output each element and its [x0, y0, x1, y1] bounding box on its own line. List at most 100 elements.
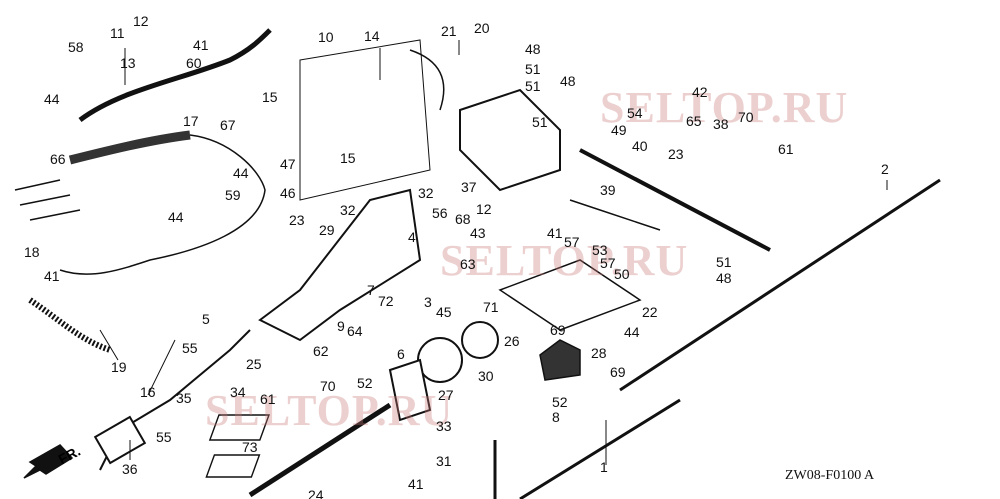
part-number-label: 68 — [455, 211, 471, 227]
part-number-label: 41 — [408, 476, 424, 492]
part-number-label: 57 — [600, 255, 616, 271]
part-number-label: 45 — [436, 304, 452, 320]
part-number-label: 26 — [504, 333, 520, 349]
part-number-label: 55 — [156, 429, 172, 445]
part-number-label: 6 — [397, 346, 405, 362]
part-number-label: 57 — [564, 234, 580, 250]
part-number-label: 38 — [713, 116, 729, 132]
part-number-label: 35 — [176, 390, 192, 406]
part-number-label: 13 — [120, 55, 136, 71]
part-number-label: 58 — [68, 39, 84, 55]
part-number-label: 41 — [193, 37, 209, 53]
part-number-label: 50 — [614, 266, 630, 282]
part-number-label: 33 — [436, 418, 452, 434]
part-number-label: 62 — [313, 343, 329, 359]
part-number-label: 36 — [122, 461, 138, 477]
plate-31 — [205, 454, 261, 478]
part-number-label: 48 — [716, 270, 732, 286]
part-number-label: 39 — [600, 182, 616, 198]
part-number-label: 64 — [347, 323, 363, 339]
part-number-label: 47 — [280, 156, 296, 172]
part-number-label: 23 — [668, 146, 684, 162]
part-number-label: 51 — [525, 78, 541, 94]
front-arrow-icon — [23, 444, 74, 479]
part-number-label: 3 — [424, 294, 432, 310]
part-number-label: 34 — [230, 384, 246, 400]
part-number-label: 70 — [738, 109, 754, 125]
part-number-label: 44 — [168, 209, 184, 225]
part-number-label: 30 — [478, 368, 494, 384]
leader-lines — [99, 40, 888, 465]
part-number-label: 31 — [436, 453, 452, 469]
part-number-label: 29 — [319, 222, 335, 238]
part-number-label: 53 — [592, 242, 608, 258]
part-number-label: 10 — [318, 29, 334, 45]
part-number-label: 44 — [44, 91, 60, 107]
part-number-label: 7 — [367, 282, 375, 298]
part-number-label: 19 — [111, 359, 127, 375]
watermark: SELTOP.RU — [440, 236, 689, 285]
part-number-label: 65 — [686, 113, 702, 129]
part-number-label: 23 — [289, 212, 305, 228]
part-number-label: 44 — [233, 165, 249, 181]
watermark: SELTOP.RU — [600, 83, 849, 132]
knob-30 — [417, 337, 463, 383]
cover-28 — [539, 339, 581, 381]
part-number-label: 20 — [474, 20, 490, 36]
connector-wires — [14, 179, 81, 221]
part-number-label: 5 — [202, 311, 210, 327]
part-number-label: 49 — [611, 122, 627, 138]
part-number-label: 60 — [186, 55, 202, 71]
part-number-label: 21 — [441, 23, 457, 39]
cover-27 — [388, 358, 432, 422]
cable-17 — [59, 134, 266, 275]
part-number-label: 18 — [24, 244, 40, 260]
diagram-code: ZW08-F0100 A — [785, 468, 875, 483]
part-number-label: 69 — [610, 364, 626, 380]
bracket-37 — [459, 88, 561, 192]
part-number-label: 72 — [378, 293, 394, 309]
tiller-housing — [258, 188, 422, 342]
part-number-label: 66 — [50, 151, 66, 167]
part-number-label: 12 — [476, 201, 492, 217]
part-number-label: 15 — [340, 150, 356, 166]
part-number-label: 9 — [337, 318, 345, 334]
part-number-label: 48 — [560, 73, 576, 89]
part-number-label: 2 — [881, 161, 889, 177]
part-number-label: 24 — [308, 487, 324, 499]
wire-harness — [78, 28, 272, 123]
part-number-label: 52 — [552, 394, 568, 410]
part-number-label: 1 — [600, 459, 608, 475]
part-number-label: 11 — [110, 25, 125, 41]
plate-22 — [498, 259, 642, 331]
part-number-label: 59 — [225, 187, 241, 203]
part-number-label: 42 — [692, 84, 708, 100]
part-number-label: 4 — [408, 229, 416, 245]
part-number-label: 40 — [632, 138, 648, 154]
part-number-label: 56 — [432, 205, 448, 221]
part-number-label: 71 — [483, 299, 499, 315]
wires-21 — [409, 49, 445, 111]
part-number-label: 28 — [591, 345, 607, 361]
shaft-24 — [248, 402, 392, 498]
coil-cord — [28, 297, 111, 353]
part-number-label: 16 — [140, 384, 156, 400]
part-number-label: 51 — [525, 61, 541, 77]
rod-39 — [569, 199, 661, 231]
plate-33 — [208, 414, 270, 441]
part-number-label: 43 — [470, 225, 486, 241]
part-number-label: 54 — [627, 105, 643, 121]
part-number-label: 37 — [461, 179, 477, 195]
part-number-label: 48 — [525, 41, 541, 57]
part-number-label: 32 — [418, 185, 434, 201]
rod-40 — [579, 148, 771, 252]
gear-26 — [461, 321, 499, 359]
part-number-label: 32 — [340, 202, 356, 218]
part-number-label: 44 — [624, 324, 640, 340]
part-number-label: 61 — [778, 141, 794, 157]
part-number-label: 27 — [438, 387, 454, 403]
part-number-label: 69 — [550, 322, 566, 338]
part-number-label: 41 — [547, 225, 563, 241]
